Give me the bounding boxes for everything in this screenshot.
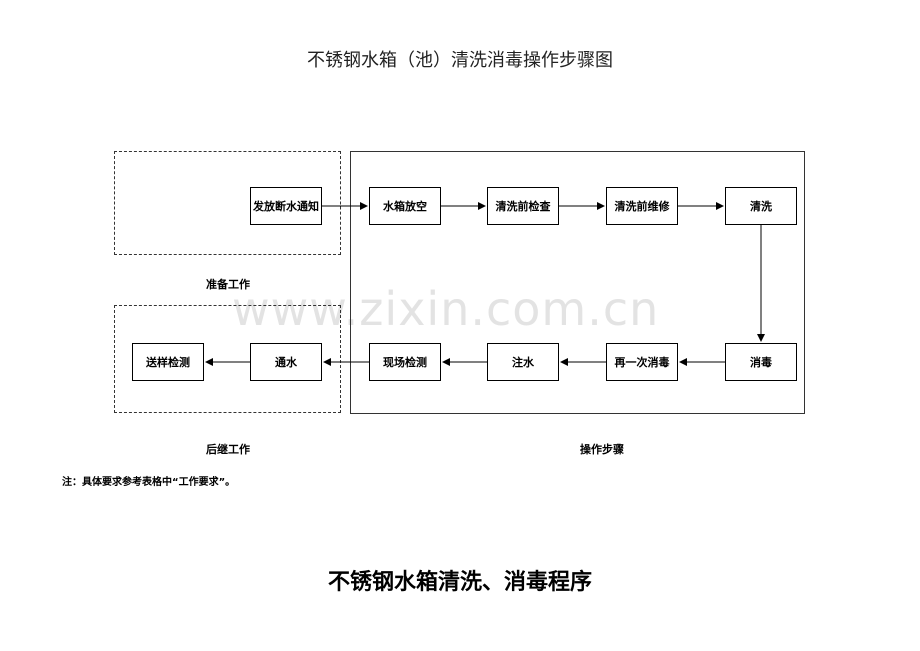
operation-group-label: 操作步骤 [580, 443, 624, 456]
node-drain: 水箱放空 [369, 187, 441, 225]
followup-group-label: 后继工作 [206, 443, 250, 456]
node-repair: 清洗前维修 [606, 187, 678, 225]
node-disinfect: 消毒 [725, 343, 797, 381]
prep-group-label: 准备工作 [206, 278, 250, 291]
node-notice: 发放断水通知 [250, 187, 322, 225]
operation-group-box [350, 151, 805, 414]
node-water-on: 通水 [250, 343, 322, 381]
node-sample-test: 送样检测 [132, 343, 204, 381]
footnote: 注：具体要求参考表格中“工作要求”。 [62, 477, 236, 488]
page-title: 不锈钢水箱（池）清洗消毒操作步骤图 [307, 50, 613, 71]
node-inspect: 清洗前检查 [487, 187, 559, 225]
node-redisinfect: 再一次消毒 [606, 343, 678, 381]
followup-group-box [114, 305, 341, 413]
prep-group-box [114, 151, 341, 255]
section-heading: 不锈钢水箱清洗、消毒程序 [327, 570, 592, 595]
node-clean: 清洗 [725, 187, 797, 225]
node-fill: 注水 [487, 343, 559, 381]
node-onsite-test: 现场检测 [369, 343, 441, 381]
